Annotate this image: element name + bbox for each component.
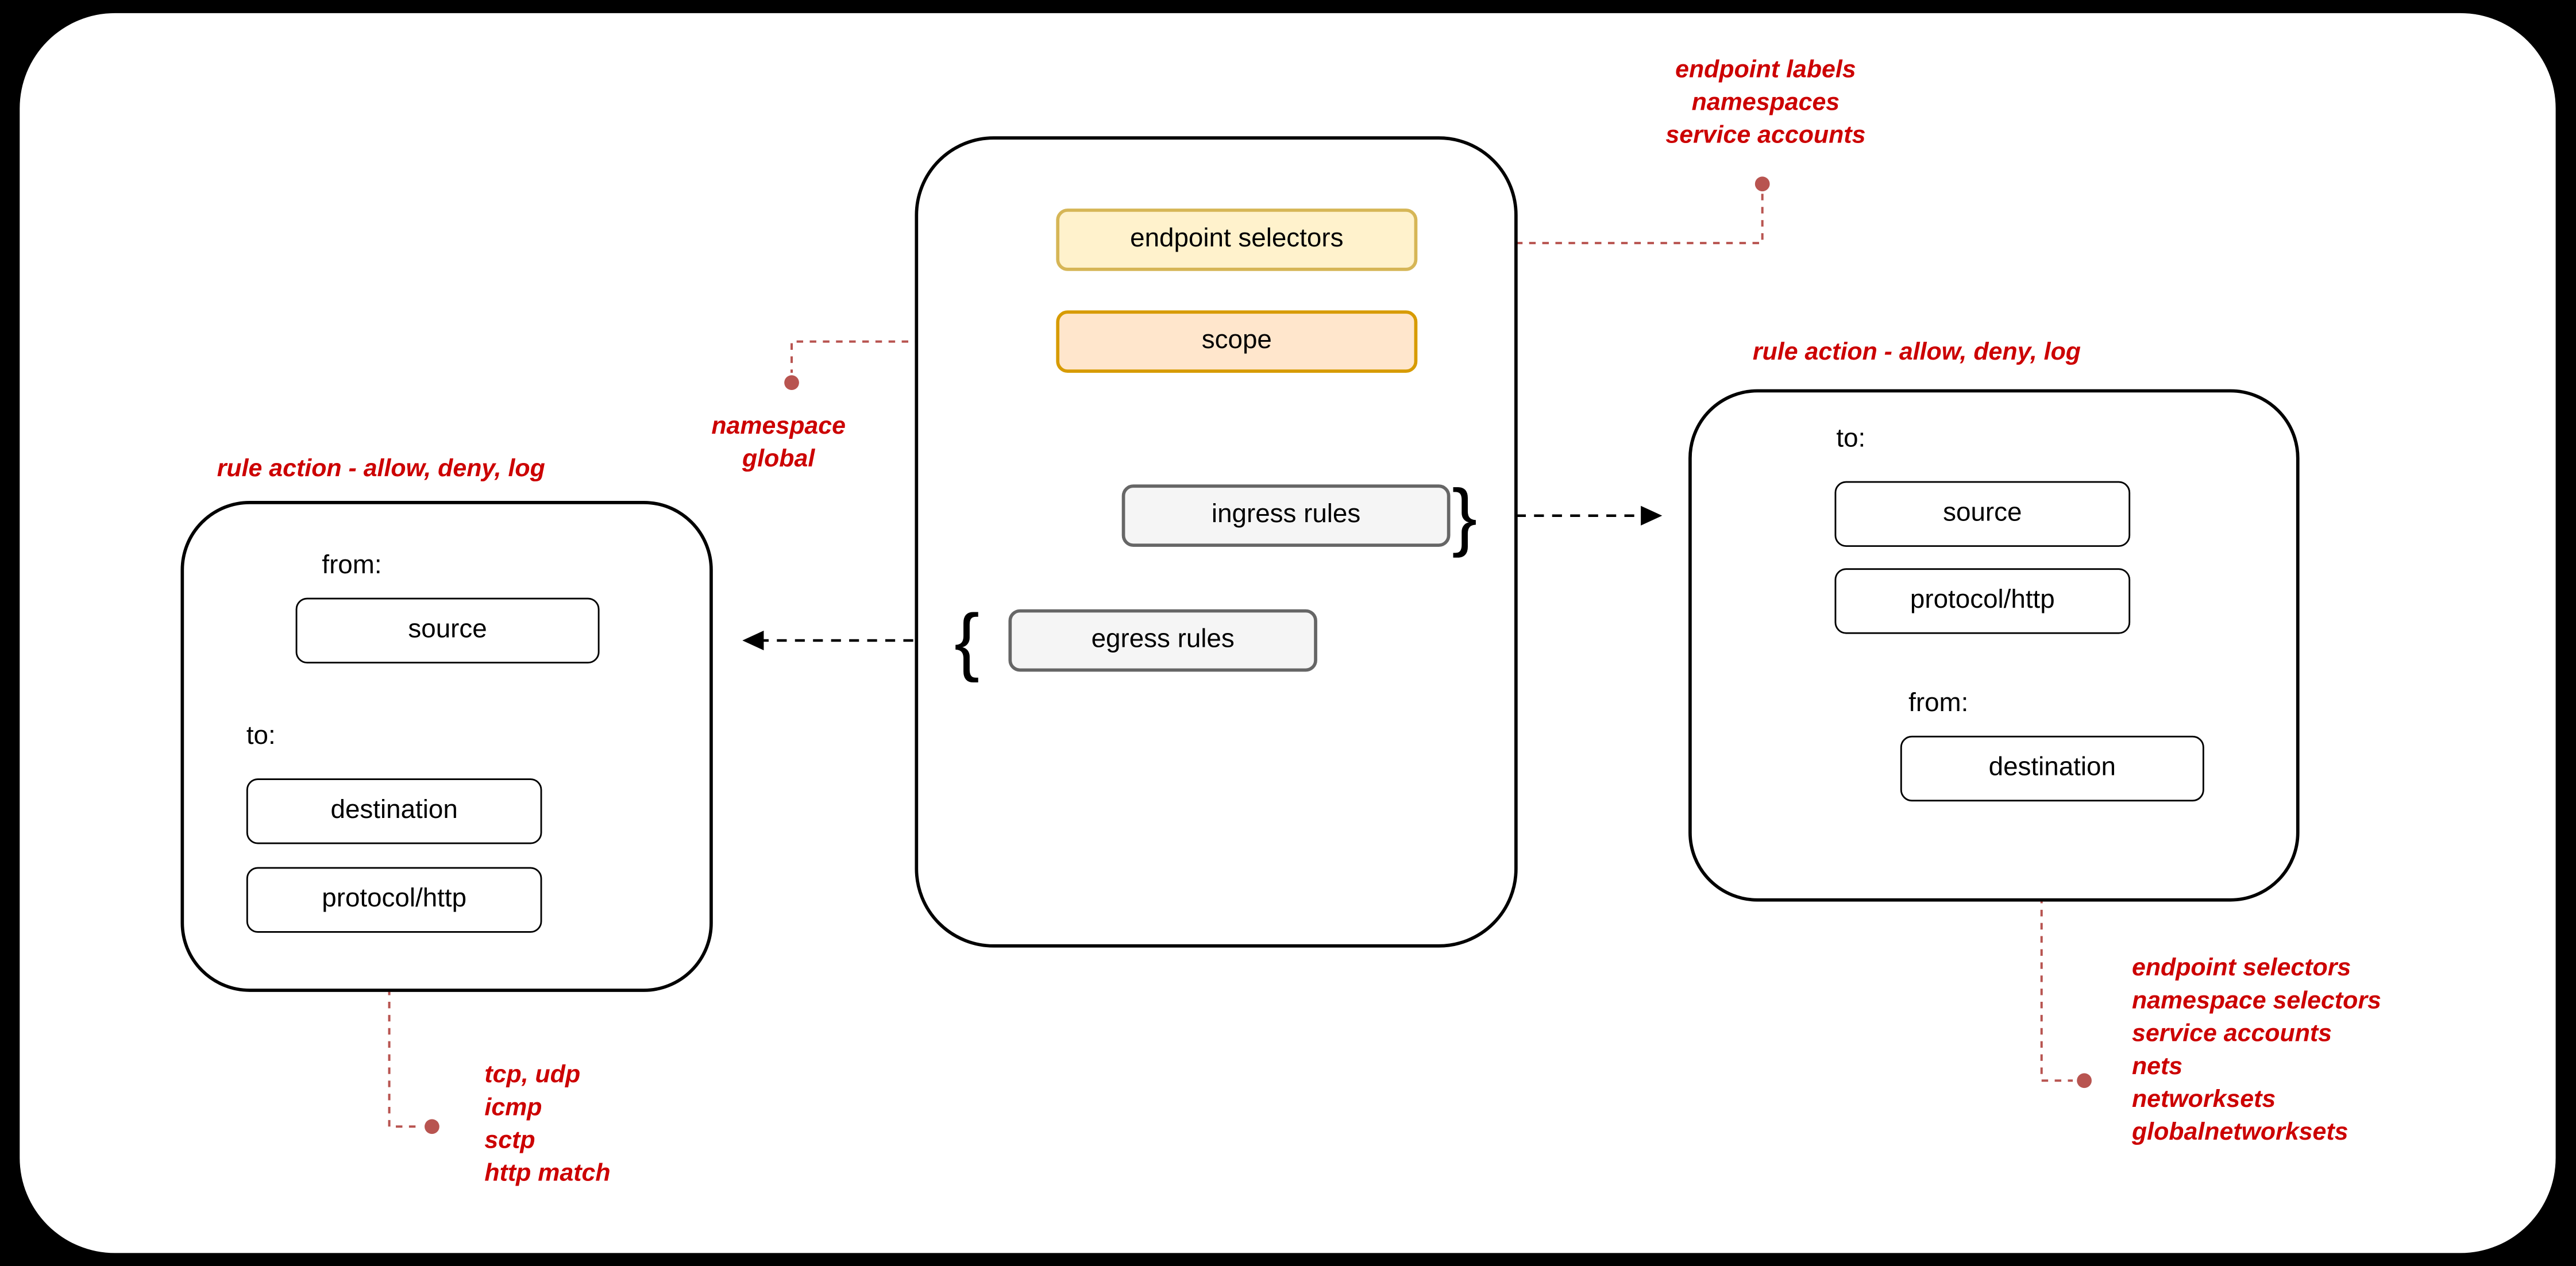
annotation-line: endpoint selectors	[2131, 954, 2351, 982]
annotation-line: http match	[484, 1159, 611, 1188]
annotation-line: networksets	[2131, 1085, 2276, 1114]
ingress-rules-label: ingress rules	[1211, 500, 1361, 529]
right-destination-node: destination	[1900, 735, 2204, 802]
right-to-label: to:	[1836, 425, 1866, 454]
left-protocol-label: protocol/http	[322, 885, 467, 913]
egress-brace: {	[954, 597, 980, 684]
left-destination-label: destination	[330, 796, 458, 825]
scope-annotation: namespace global	[696, 411, 861, 476]
left-to-label: to:	[246, 722, 276, 751]
ingress-rule-box	[1688, 389, 2300, 902]
left-destination-node: destination	[246, 778, 542, 844]
right-protocol-node: protocol/http	[1834, 568, 2131, 634]
annotation-line: global	[742, 445, 815, 473]
annotation-line: namespace selectors	[2131, 987, 2381, 1015]
destination-annotation: endpoint selectors namespace selectors s…	[2132, 952, 2381, 1149]
left-source-label: source	[408, 616, 487, 644]
right-protocol-label: protocol/http	[1910, 586, 2055, 615]
annotation-line: sctp	[484, 1126, 535, 1155]
right-source-label: source	[1943, 499, 2022, 527]
protocol-annotation: tcp, udp icmp sctp http match	[484, 1059, 610, 1191]
endpoint-selectors-label: endpoint selectors	[1130, 225, 1344, 253]
annotation-line: icmp	[484, 1094, 542, 1122]
annotation-line: endpoint labels	[1675, 56, 1856, 84]
ingress-brace: }	[1452, 473, 1478, 559]
left-protocol-node: protocol/http	[246, 867, 542, 933]
annotation-line: service accounts	[2131, 1020, 2332, 1048]
right-from-label: from:	[1908, 689, 1969, 718]
right-source-node: source	[1834, 481, 2131, 547]
left-source-node: source	[295, 597, 600, 664]
annotation-line: globalnetworksets	[2131, 1118, 2349, 1147]
scope-node: scope	[1056, 310, 1418, 373]
annotation-line: namespace	[711, 412, 846, 441]
right-rule-title: rule action - allow, deny, log	[1752, 338, 2081, 366]
annotation-line: nets	[2131, 1052, 2183, 1081]
left-from-label: from:	[322, 551, 382, 580]
annotation-line: service accounts	[1665, 121, 1866, 150]
egress-rules-label: egress rules	[1091, 626, 1235, 654]
right-destination-label: destination	[1988, 754, 2116, 782]
annotation-line: tcp, udp	[484, 1060, 581, 1089]
endpoint-labels-annotation: endpoint labels namespaces service accou…	[1634, 54, 1897, 153]
endpoint-selectors-node: endpoint selectors	[1056, 209, 1418, 271]
ingress-rules-node: ingress rules	[1121, 484, 1451, 547]
annotation-line: namespaces	[1691, 88, 1840, 117]
egress-rules-node: egress rules	[1008, 609, 1317, 672]
left-rule-title: rule action - allow, deny, log	[217, 454, 545, 483]
scope-label: scope	[1201, 326, 1272, 355]
